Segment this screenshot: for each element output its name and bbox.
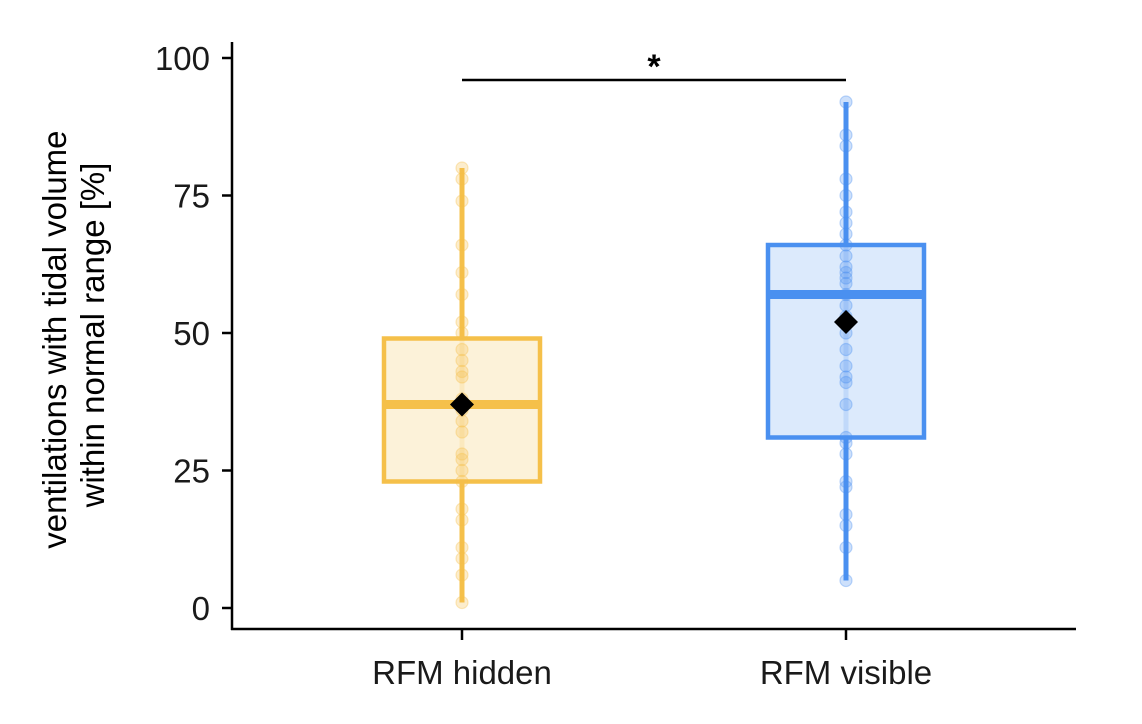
data-point: [839, 216, 853, 230]
data-point: [455, 540, 469, 555]
y-axis-label-line-2: within normal range [%]: [74, 163, 111, 509]
data-point: [839, 276, 853, 291]
box-group: [765, 95, 927, 588]
data-point: [455, 595, 469, 610]
data-point: [839, 430, 853, 445]
data-point: [455, 315, 469, 329]
data-point: [455, 425, 469, 439]
data-point: [455, 194, 469, 208]
data-point: [455, 414, 469, 428]
plot-area: [381, 95, 927, 610]
x-tick-label: RFM hidden: [372, 654, 552, 691]
data-point: [839, 95, 853, 109]
significance-label: *: [647, 48, 661, 86]
data-point: [455, 568, 469, 582]
y-tick-label: 0: [192, 590, 210, 627]
data-point: [839, 573, 853, 588]
data-point: [455, 370, 469, 384]
data-point: [839, 172, 853, 186]
data-point: [455, 474, 469, 489]
data-point: [455, 353, 469, 368]
data-point: [839, 271, 853, 285]
significance-annotation: *: [462, 48, 846, 86]
y-tick-label: 25: [173, 453, 210, 490]
data-point: [455, 342, 469, 357]
data-point: [455, 502, 469, 516]
data-point: [455, 238, 469, 252]
x-ticks: RFM hidden RFM visible: [372, 629, 932, 691]
data-point: [839, 397, 853, 412]
data-point: [839, 518, 853, 533]
data-point: [455, 287, 469, 302]
data-point: [839, 249, 853, 263]
data-point: [839, 375, 853, 390]
data-point: [455, 172, 469, 186]
data-point: [839, 342, 853, 357]
data-point: [839, 205, 853, 219]
data-point: [455, 161, 469, 175]
data-point: [839, 370, 853, 384]
y-tick-label: 75: [173, 178, 210, 215]
data-point: [839, 436, 853, 450]
y-axis-label: ventilations with tidal volume within no…: [36, 121, 111, 548]
data-point: [839, 188, 853, 203]
mean-marker: [834, 310, 858, 334]
y-ticks: 0 25 50 75 100: [155, 40, 232, 627]
y-tick-label: 50: [173, 315, 210, 352]
data-point: [839, 447, 853, 461]
y-tick-label: 100: [155, 40, 210, 77]
data-point: [839, 507, 853, 522]
data-point: [455, 326, 469, 340]
data-point: [839, 265, 853, 280]
mean-marker: [450, 392, 474, 417]
data-point: [839, 139, 853, 153]
data-point: [839, 480, 853, 494]
data-point: [455, 513, 469, 527]
data-point: [839, 227, 853, 241]
box-group: [381, 161, 543, 610]
data-point: [455, 447, 469, 461]
data-point: [839, 238, 853, 252]
data-point: [455, 452, 469, 467]
data-point: [839, 474, 853, 489]
x-tick-label: RFM visible: [760, 654, 932, 691]
data-point: [839, 298, 853, 313]
data-point: [455, 551, 469, 566]
data-point: [455, 463, 469, 478]
data-point: [455, 364, 469, 379]
data-point: [455, 265, 469, 280]
axes: 0 25 50 75 100 RFM hidden RFM visible: [155, 40, 1076, 691]
data-point: [839, 540, 853, 555]
box: [765, 242, 927, 440]
data-point: [839, 260, 853, 274]
y-axis-label-line-1: ventilations with tidal volume: [36, 130, 73, 548]
data-point: [839, 359, 853, 373]
data-point: [839, 128, 853, 142]
